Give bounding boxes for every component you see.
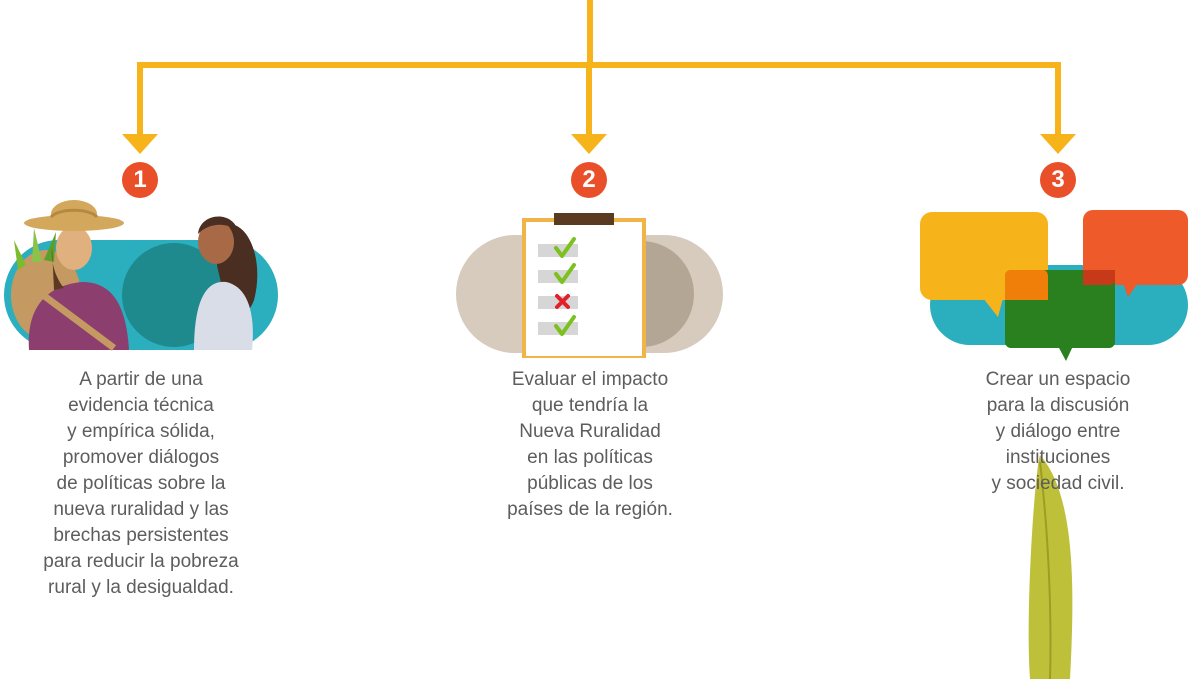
connector-tree [137, 0, 1061, 138]
check-icon [554, 263, 576, 284]
arrow-down-icon [1040, 134, 1076, 154]
step-1-description: A partir de una evidencia técnica y empí… [43, 369, 239, 598]
cross-icon [555, 294, 570, 309]
step-number-badge: 1 [122, 162, 158, 198]
check-icon [554, 237, 576, 258]
arrow-down-icon [571, 134, 607, 154]
farmer-and-woman-illustration [4, 200, 278, 351]
check-icon [554, 315, 576, 336]
step-number-badge: 2 [571, 162, 607, 198]
clipboard-checklist-illustration [456, 213, 723, 358]
leaf-icon [1028, 455, 1073, 679]
step-2-description: Evaluar el impacto que tendría la Nueva … [507, 369, 673, 520]
arrow-down-icon [122, 134, 158, 154]
speech-bubbles-illustration [920, 210, 1188, 361]
step-3-description: Crear un espacio para la discusión y diá… [985, 369, 1131, 494]
step-number-badge: 3 [1040, 162, 1076, 198]
